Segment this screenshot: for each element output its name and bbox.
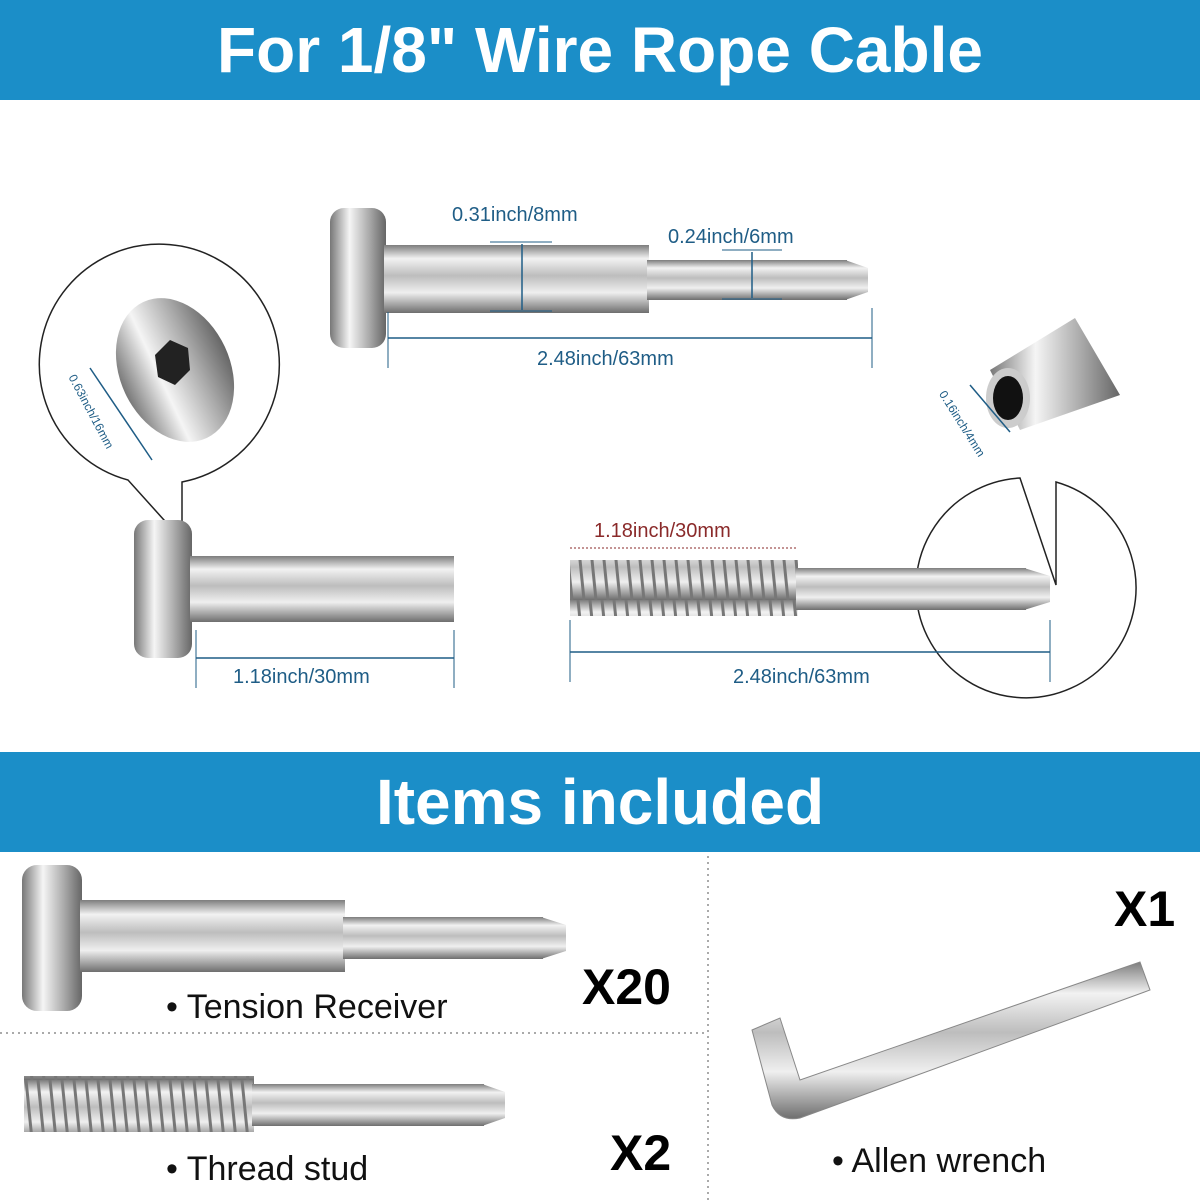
allen-wrench-item bbox=[751, 961, 1151, 1120]
head-callout bbox=[38, 243, 281, 542]
short-receiver-drawing bbox=[134, 520, 455, 688]
header-title: For 1/8" Wire Rope Cable bbox=[217, 14, 983, 86]
items-banner: Items included bbox=[0, 752, 1200, 852]
items-title: Items included bbox=[375, 766, 825, 838]
tension-receiver-item bbox=[22, 865, 566, 1011]
dim-receiver-length: 2.48inch/63mm bbox=[537, 348, 674, 370]
receiver-drawing bbox=[330, 208, 873, 368]
dim-shaft-diameter: 0.31inch/8mm bbox=[452, 204, 578, 226]
item-label-thread-stud: • Thread stud bbox=[166, 1150, 369, 1188]
item-qty-thread-stud: X2 bbox=[610, 1125, 672, 1181]
dim-stud-body-length: 1.18inch/30mm bbox=[233, 666, 370, 688]
dim-stud-length: 2.48inch/63mm bbox=[733, 666, 870, 688]
dim-thread-length: 1.18inch/30mm bbox=[594, 520, 731, 542]
hole-callout bbox=[915, 318, 1137, 699]
dim-tip-diameter: 0.24inch/6mm bbox=[668, 226, 794, 248]
item-qty-allen-wrench: X1 bbox=[1114, 881, 1176, 937]
header-banner: For 1/8" Wire Rope Cable bbox=[0, 0, 1200, 100]
thread-stud-item bbox=[24, 1076, 505, 1132]
item-qty-tension-receiver: X20 bbox=[582, 959, 671, 1015]
items-grid-lines bbox=[0, 856, 709, 1200]
item-label-allen-wrench: • Allen wrench bbox=[832, 1142, 1047, 1180]
thread-stud-drawing bbox=[569, 547, 1051, 682]
item-label-tension-receiver: • Tension Receiver bbox=[166, 988, 448, 1026]
